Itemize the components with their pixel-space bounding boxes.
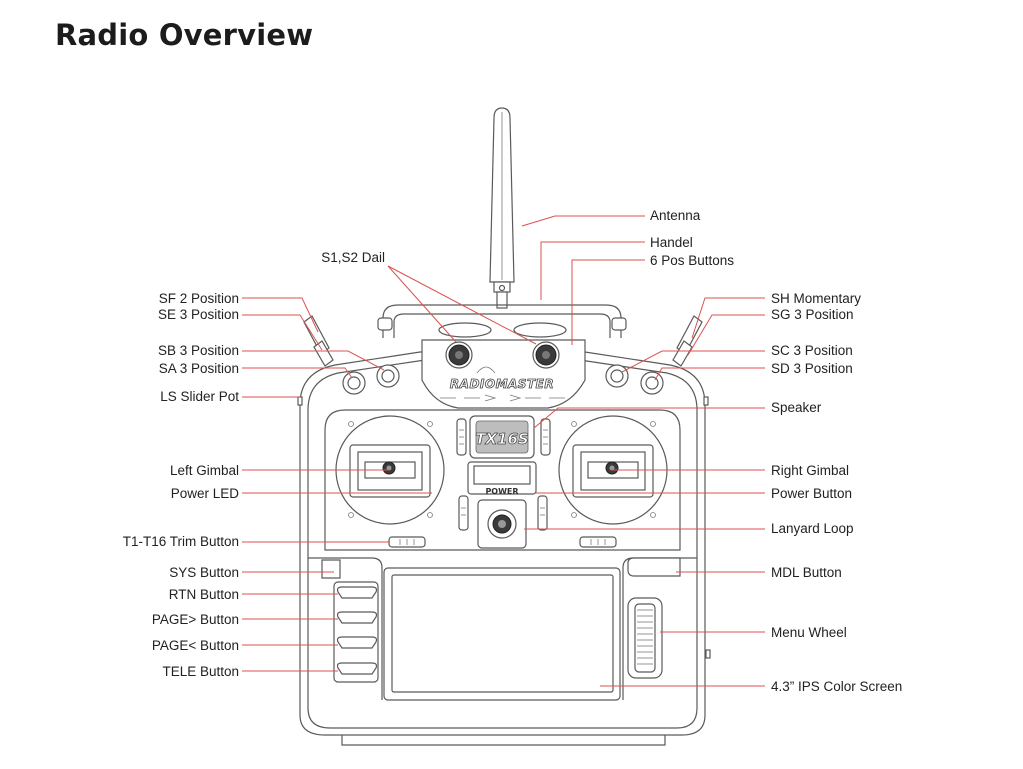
brand-logo: RADIOMASTER	[450, 377, 554, 391]
label-speaker: Speaker	[771, 400, 822, 415]
left-function-buttons	[333, 581, 379, 683]
label-sg: SG 3 Position	[771, 307, 854, 322]
callout-labels: S1,S2 Dail SF 2 Position SE 3 Position S…	[123, 208, 903, 694]
label-6pos-buttons: 6 Pos Buttons	[650, 253, 734, 268]
center-trims	[456, 418, 551, 531]
label-tele-button: TELE Button	[162, 664, 239, 679]
radio-transmitter-drawing: RADIOMASTER	[297, 107, 711, 746]
label-mdl-button: MDL Button	[771, 565, 842, 580]
handle	[377, 304, 627, 338]
lanyard-loop	[477, 499, 527, 549]
right-switches	[605, 315, 709, 406]
s2-dial	[532, 341, 560, 369]
label-left-gimbal: Left Gimbal	[170, 463, 239, 478]
label-se: SE 3 Position	[158, 307, 239, 322]
label-sa: SA 3 Position	[159, 361, 239, 376]
label-s1-s2-dial: S1,S2 Dail	[321, 250, 385, 265]
label-sf: SF 2 Position	[159, 291, 239, 306]
menu-wheel	[627, 597, 663, 679]
label-power-button: Power Button	[771, 486, 852, 501]
right-gimbal	[558, 415, 668, 525]
power-button: POWER	[467, 461, 537, 496]
label-page-next-button: PAGE> Button	[152, 612, 239, 627]
label-handle: Handel	[650, 235, 693, 250]
label-power-led: Power LED	[171, 486, 240, 501]
label-rtn-button: RTN Button	[169, 587, 239, 602]
label-menu-wheel: Menu Wheel	[771, 625, 847, 640]
label-right-gimbal: Right Gimbal	[771, 463, 849, 478]
label-ips-screen: 4.3” IPS Color Screen	[771, 679, 902, 694]
speaker-grille: TX16S	[469, 415, 535, 459]
label-sc: SC 3 Position	[771, 343, 853, 358]
label-sys-button: SYS Button	[169, 565, 239, 580]
left-switches	[297, 315, 400, 406]
lcd-screen	[383, 567, 621, 701]
horizontal-trims	[388, 536, 617, 548]
leader-lines	[242, 215, 765, 687]
label-page-prev-button: PAGE< Button	[152, 638, 239, 653]
page-title: Radio Overview	[55, 18, 314, 52]
s1-dial	[445, 341, 473, 369]
label-antenna: Antenna	[650, 208, 701, 223]
label-ls-slider: LS Slider Pot	[160, 389, 239, 404]
antenna	[489, 107, 515, 309]
power-marking: POWER	[485, 487, 518, 496]
top-center-panel: RADIOMASTER	[421, 339, 586, 409]
label-sh: SH Momentary	[771, 291, 861, 306]
label-lanyard-loop: Lanyard Loop	[771, 521, 854, 536]
label-sd: SD 3 Position	[771, 361, 853, 376]
label-trim-button: T1-T16 Trim Button	[123, 534, 239, 549]
model-marking: TX16S	[475, 430, 528, 448]
label-sb: SB 3 Position	[158, 343, 239, 358]
left-gimbal	[335, 415, 445, 525]
